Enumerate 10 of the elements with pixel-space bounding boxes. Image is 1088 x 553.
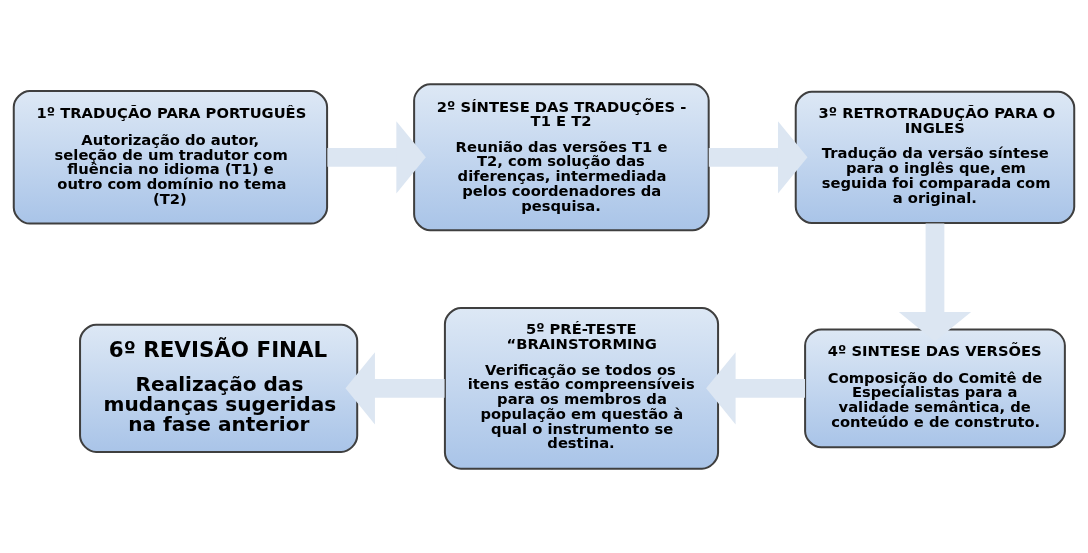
node-box: 6º REVISÃO FINAL Realização das mudanças sugeridas na fase anterior [79, 323, 359, 453]
node-box: 1º TRADUÇÃO PARA PORTUGUÊS Autorização do autor, seleção de um tradutor com fluência no idioma (T1) e outro com domínio no tema (T2) [12, 90, 329, 225]
arrow [706, 352, 805, 425]
node-box: 4º SINTESE DAS VERSÕES Composição do Comitê de Especialistas para a validade semântica, de conteúdo e de construto. [804, 328, 1066, 449]
arrow [345, 352, 445, 425]
node-box: 5º PRÉ-TESTE “BRAINSTORMING Verificação se todos os itens estão compreensíveis para os membros da população em questão à qual o instrumento se destina. [443, 306, 720, 470]
arrow [708, 121, 808, 194]
node-box: 3º RETROTRADUÇÃO PARA O INGLES Tradução da versão síntese para o inglês que, em seguida foi comparada com a original. [794, 90, 1076, 224]
arrow [327, 121, 426, 194]
node-box: 2º SÍNTESE DAS TRADUÇÕES - T1 E T2 Reunião das versões T1 e T2, com solução das diferenças, intermediada pelos coordenadores da pesquisa. [413, 83, 710, 232]
